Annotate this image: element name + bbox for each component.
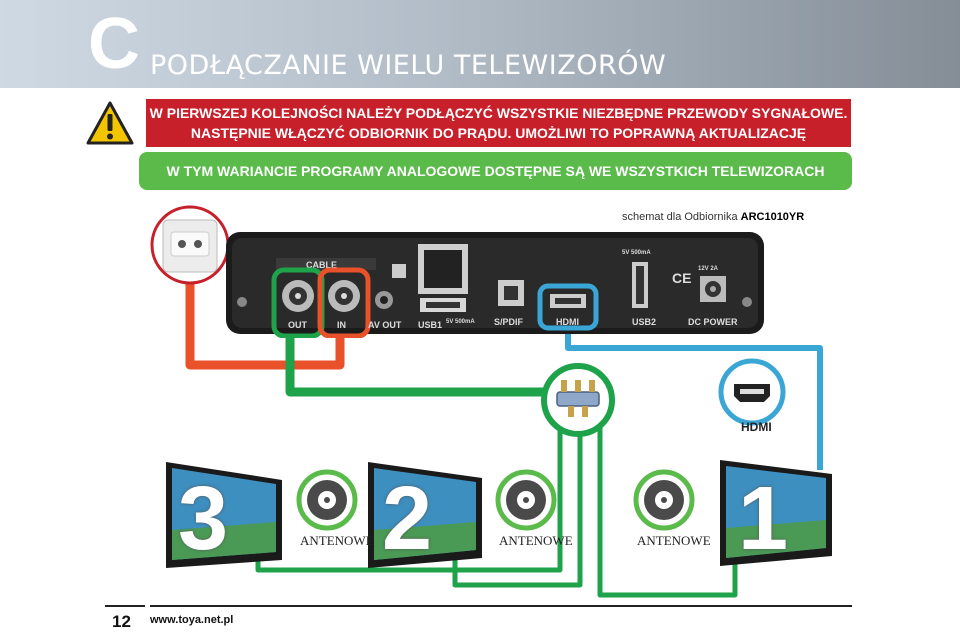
- green-cable-tv2: [452, 430, 583, 588]
- hdmi-port-icon: [718, 358, 786, 426]
- antenna-label-2: ANTENOWE: [499, 533, 573, 548]
- green-cable-out: [285, 335, 548, 397]
- section-letter: C: [88, 4, 140, 84]
- port-label-usb1-spec: 5V 500mA: [446, 319, 475, 325]
- port-label-usb2-spec: 5V 500mA: [622, 250, 651, 256]
- port-label-av-out: AV OUT: [368, 320, 402, 330]
- antenna-socket-icon-1: [633, 469, 695, 531]
- green-cable-tv1: [597, 420, 738, 598]
- port-label-spdif: S/PDIF: [494, 317, 524, 327]
- warning-line-1: W PIERWSZEJ KOLEJNOŚCI NALEŻY PODŁĄCZYĆ …: [149, 105, 848, 121]
- page-number: 12: [112, 612, 131, 631]
- tv-number-3: 3: [178, 469, 229, 569]
- schema-caption: schemat dla Odbiornika ARC1010YR: [622, 211, 804, 223]
- tv-number-2: 2: [382, 469, 433, 569]
- antenna-label-3: ANTENOWE: [300, 533, 374, 548]
- footer-rule-left: [105, 605, 145, 607]
- port-label-usb1: USB1: [418, 320, 442, 330]
- receiver-rear-panel: CABLE OUT IN AV OUT USB1 5V 500mA S/PDIF…: [226, 232, 764, 338]
- splitter-icon: [541, 363, 615, 437]
- tv-2-icon: [368, 462, 482, 568]
- footer-url[interactable]: www.toya.net.pl: [150, 614, 234, 626]
- port-label-usb2: USB2: [632, 317, 656, 327]
- schema-caption-prefix: schemat dla Odbiornika: [622, 211, 741, 223]
- port-label-dc-spec: 12V 2A: [698, 266, 719, 272]
- green-cable-tv3: [255, 415, 563, 573]
- wall-socket-icon: [150, 205, 230, 285]
- hdmi-cable: [565, 332, 823, 470]
- note-box: W TYM WARIANCIE PROGRAMY ANALOGOWE DOSTĘ…: [139, 152, 852, 190]
- port-label-in: IN: [337, 320, 346, 330]
- footer-rule: [150, 605, 852, 607]
- warning-icon: [86, 101, 134, 145]
- page-title: PODŁĄCZANIE WIELU TELEWIZORÓW: [150, 50, 667, 81]
- tv-1-icon: [720, 460, 832, 566]
- antenna-socket-icon-3: [296, 469, 358, 531]
- tv-number-1: 1: [738, 469, 789, 569]
- receiver-model: ARC1010YR: [740, 211, 805, 223]
- port-label-cable: CABLE: [306, 260, 337, 270]
- hdmi-label: HDMI: [741, 420, 772, 434]
- port-label-dc-power: DC POWER: [688, 317, 738, 327]
- antenna-label-1: ANTENOWE: [637, 533, 711, 548]
- port-label-out: OUT: [288, 320, 308, 330]
- header-banner: C PODŁĄCZANIE WIELU TELEWIZORÓW: [0, 0, 960, 88]
- tv-3-icon: [166, 462, 282, 568]
- port-label-hdmi: HDMI: [556, 317, 579, 327]
- ce-mark: CE: [672, 270, 691, 286]
- antenna-socket-icon-2: [495, 469, 557, 531]
